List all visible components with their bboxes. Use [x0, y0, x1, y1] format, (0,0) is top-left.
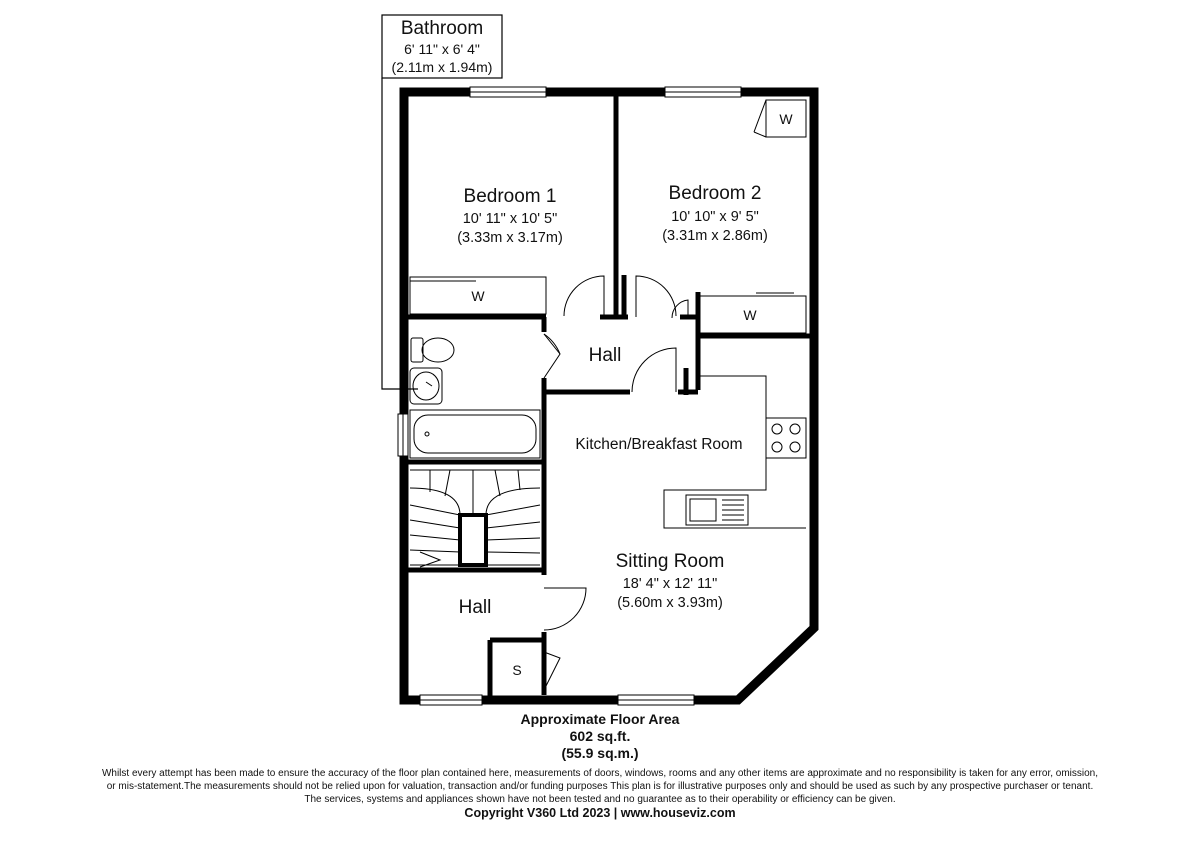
kitchen-fittings	[663, 375, 807, 529]
sitting-room-imperial: 18' 4" x 12' 11"	[623, 576, 718, 592]
storage-label: S	[512, 662, 521, 678]
disclaimer: Whilst every attempt has been made to en…	[0, 767, 1200, 806]
bedroom2-metric: (3.31m x 2.86m)	[662, 228, 768, 244]
copyright: Copyright V360 Ltd 2023 | www.houseviz.c…	[464, 806, 736, 820]
bathroom-fixtures	[409, 337, 541, 459]
bedroom1-imperial: 10' 11" x 10' 5"	[463, 211, 558, 227]
wardrobe-label-bedroom1: W	[471, 288, 485, 304]
bathroom-metric: (2.11m x 1.94m)	[392, 59, 493, 75]
disclaimer-line-2: or mis-statement.The measurements should…	[106, 781, 1094, 792]
floor-area-sqft: 602 sq.ft.	[569, 728, 631, 744]
windows	[397, 86, 742, 706]
bedroom1-name: Bedroom 1	[464, 186, 557, 207]
bathroom-callout-box	[381, 14, 503, 79]
wardrobe-label-bedroom2-corner: W	[779, 111, 793, 127]
bathroom-imperial: 6' 11" x 6' 4"	[404, 41, 480, 57]
bathroom-leader-line	[381, 78, 418, 390]
wardrobes	[409, 99, 807, 334]
hall-upper-name: Hall	[589, 345, 622, 366]
disclaimer-line-3: The services, systems and appliances sho…	[304, 794, 896, 805]
floor-area-sqm: (55.9 sq.m.)	[561, 745, 639, 761]
bathroom-name: Bathroom	[401, 18, 483, 39]
bedroom2-imperial: 10' 10" x 9' 5"	[671, 209, 759, 225]
bedroom1-metric: (3.33m x 3.17m)	[457, 230, 563, 246]
hall-lower-name: Hall	[459, 597, 492, 618]
kitchen-name: Kitchen/Breakfast Room	[575, 436, 742, 453]
floor-area-block: Approximate Floor Area 602 sq.ft. (55.9 …	[0, 711, 1200, 762]
doors	[543, 275, 689, 691]
bedroom2-name: Bedroom 2	[669, 183, 762, 204]
interior-walls	[406, 96, 810, 696]
staircase	[409, 469, 541, 568]
wardrobe-label-bedroom2: W	[743, 307, 757, 323]
disclaimer-line-1: Whilst every attempt has been made to en…	[101, 768, 1099, 779]
sitting-room-name: Sitting Room	[616, 551, 725, 572]
floor-area-title: Approximate Floor Area	[520, 711, 680, 727]
outer-wall	[399, 87, 819, 705]
sitting-room-metric: (5.60m x 3.93m)	[617, 595, 723, 611]
